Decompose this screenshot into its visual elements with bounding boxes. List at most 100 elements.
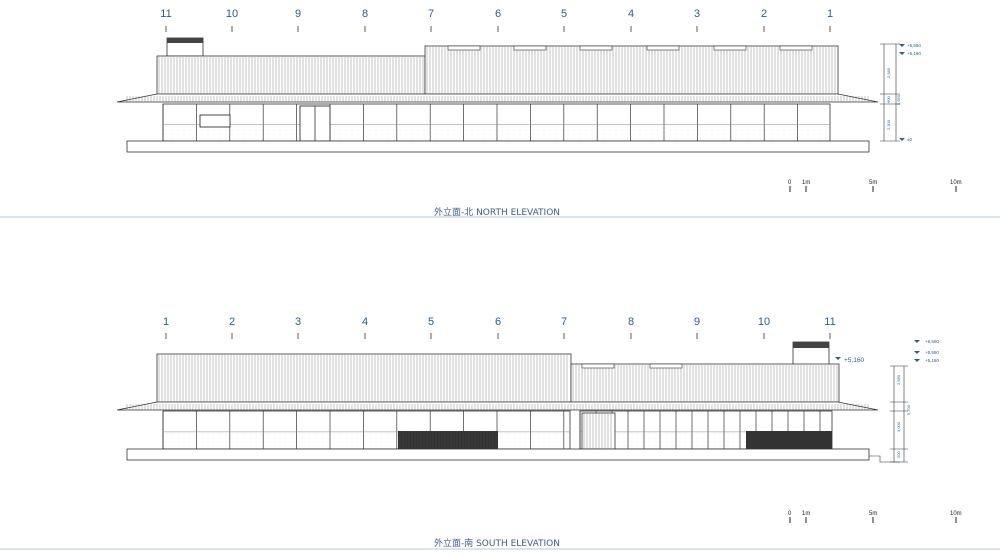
- glass-texture: [393, 445, 395, 447]
- glass-texture: [675, 125, 677, 127]
- glass-texture: [267, 445, 269, 447]
- glass-texture: [687, 125, 689, 127]
- glass-texture: [801, 125, 803, 127]
- glass-texture: [705, 137, 707, 139]
- glass-texture: [297, 433, 299, 435]
- glass-texture: [579, 137, 581, 139]
- glass-texture: [285, 137, 287, 139]
- glass-texture: [339, 437, 341, 439]
- glass-texture: [231, 137, 233, 139]
- roof-skylight: [779, 45, 813, 51]
- south-roof-level-label: +5,160: [844, 357, 864, 364]
- glass-texture: [501, 437, 503, 439]
- glass-texture: [363, 129, 365, 131]
- glass-texture: [333, 137, 335, 139]
- glass-texture: [633, 137, 635, 139]
- glass-texture: [219, 129, 221, 131]
- glass-texture: [702, 433, 704, 435]
- glass-texture: [690, 445, 692, 447]
- glass-texture: [213, 133, 215, 135]
- glass-texture: [195, 433, 197, 435]
- glass-texture: [654, 445, 656, 447]
- glass-texture: [249, 445, 251, 447]
- glass-texture: [561, 125, 563, 127]
- glass-texture: [705, 133, 707, 135]
- glass-texture: [507, 433, 509, 435]
- glass-texture: [363, 441, 365, 443]
- glass-texture: [684, 437, 686, 439]
- glass-texture: [363, 433, 365, 435]
- eave-overhang: [116, 401, 879, 411]
- glass-texture: [777, 129, 779, 131]
- glass-texture: [387, 433, 389, 435]
- glass-texture: [351, 129, 353, 131]
- glass-texture: [513, 137, 515, 139]
- glass-texture: [621, 133, 623, 135]
- grid-axis-label: 2: [229, 316, 235, 328]
- glass-texture: [648, 437, 650, 439]
- south-level-markers: +5,160 +6,500 +5,550 +5,160 2,580 5,700 …: [835, 339, 939, 463]
- glass-texture: [819, 129, 821, 131]
- glass-texture: [213, 445, 215, 447]
- glass-texture: [663, 129, 665, 131]
- glass-texture: [201, 445, 203, 447]
- scale-label-0: 0: [788, 511, 792, 517]
- glass-texture: [333, 437, 335, 439]
- glass-texture: [696, 445, 698, 447]
- glass-texture: [531, 437, 533, 439]
- glass-texture: [741, 133, 743, 135]
- glass-texture: [279, 133, 281, 135]
- glass-texture: [285, 129, 287, 131]
- glass-texture: [435, 129, 437, 131]
- glass-texture: [648, 445, 650, 447]
- glass-texture: [639, 137, 641, 139]
- glass-texture: [699, 125, 701, 127]
- glass-texture: [219, 133, 221, 135]
- glass-texture: [507, 133, 509, 135]
- glass-texture: [267, 129, 269, 131]
- glass-texture: [309, 437, 311, 439]
- glass-texture: [165, 437, 167, 439]
- glass-texture: [447, 125, 449, 127]
- glass-texture: [333, 441, 335, 443]
- glass-texture: [171, 137, 173, 139]
- glass-texture: [183, 133, 185, 135]
- glass-texture: [357, 433, 359, 435]
- glass-texture: [609, 133, 611, 135]
- glass-texture: [678, 437, 680, 439]
- glass-texture: [291, 437, 293, 439]
- glass-texture: [387, 437, 389, 439]
- glass-texture: [639, 129, 641, 131]
- glass-texture: [375, 133, 377, 135]
- glass-texture: [363, 133, 365, 135]
- glass-texture: [243, 445, 245, 447]
- glass-texture: [819, 133, 821, 135]
- glass-texture: [225, 133, 227, 135]
- glass-texture: [183, 433, 185, 435]
- glass-texture: [765, 137, 767, 139]
- glass-texture: [195, 437, 197, 439]
- glass-texture: [561, 137, 563, 139]
- glass-texture: [735, 129, 737, 131]
- glass-texture: [459, 129, 461, 131]
- glass-texture: [705, 129, 707, 131]
- glass-texture: [663, 133, 665, 135]
- glass-texture: [726, 445, 728, 447]
- glass-texture: [393, 441, 395, 443]
- glass-texture: [165, 125, 167, 127]
- glass-texture: [687, 133, 689, 135]
- glass-texture: [603, 133, 605, 135]
- glass-texture: [309, 441, 311, 443]
- glass-texture: [633, 125, 635, 127]
- glass-texture: [207, 137, 209, 139]
- glass-texture: [483, 129, 485, 131]
- glass-texture: [549, 445, 551, 447]
- glass-texture: [579, 125, 581, 127]
- glass-texture: [636, 441, 638, 443]
- glass-texture: [549, 125, 551, 127]
- glass-texture: [465, 133, 467, 135]
- glass-texture: [291, 129, 293, 131]
- chimney-cap: [167, 38, 203, 43]
- glass-texture: [651, 133, 653, 135]
- glass-texture: [195, 445, 197, 447]
